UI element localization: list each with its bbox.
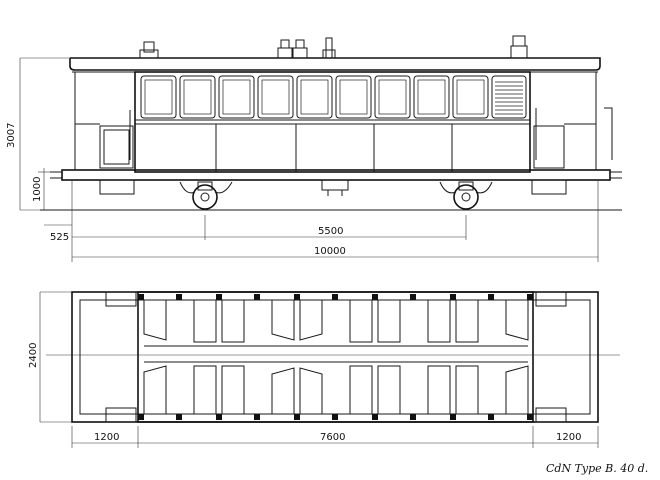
roof (69, 57, 601, 71)
lower-panels (215, 124, 453, 172)
right-axle (439, 181, 493, 210)
dim-length-total: 10000 (314, 246, 346, 257)
dim-height-total: 3007 (6, 123, 17, 148)
plan-view (46, 291, 620, 423)
dim-floor-height: 1000 (32, 177, 43, 202)
plan-body (137, 291, 534, 423)
left-step (99, 179, 135, 195)
side-dimensions (19, 57, 599, 262)
seats-top (143, 299, 529, 343)
drawing-caption: CdN Type B. 40 d. (546, 462, 648, 475)
dim-width: 2400 (28, 343, 39, 368)
left-axle (179, 181, 233, 210)
side-elevation (40, 35, 622, 211)
plan-dimensions (39, 291, 599, 448)
brake-gear (321, 179, 349, 196)
dim-overhang: 525 (50, 232, 69, 243)
dim-body-length: 7600 (320, 432, 345, 443)
pillars (138, 294, 533, 420)
dim-wheelbase: 5500 (318, 226, 343, 237)
windows (140, 75, 527, 119)
dim-platform-left: 1200 (94, 432, 119, 443)
right-door (533, 125, 565, 169)
left-door (99, 125, 134, 169)
dim-platform-right: 1200 (556, 432, 581, 443)
car-body (134, 71, 531, 173)
seats-bottom (143, 365, 529, 415)
right-step (531, 179, 567, 195)
plan-outline (71, 291, 599, 423)
roof-vents (139, 35, 528, 59)
